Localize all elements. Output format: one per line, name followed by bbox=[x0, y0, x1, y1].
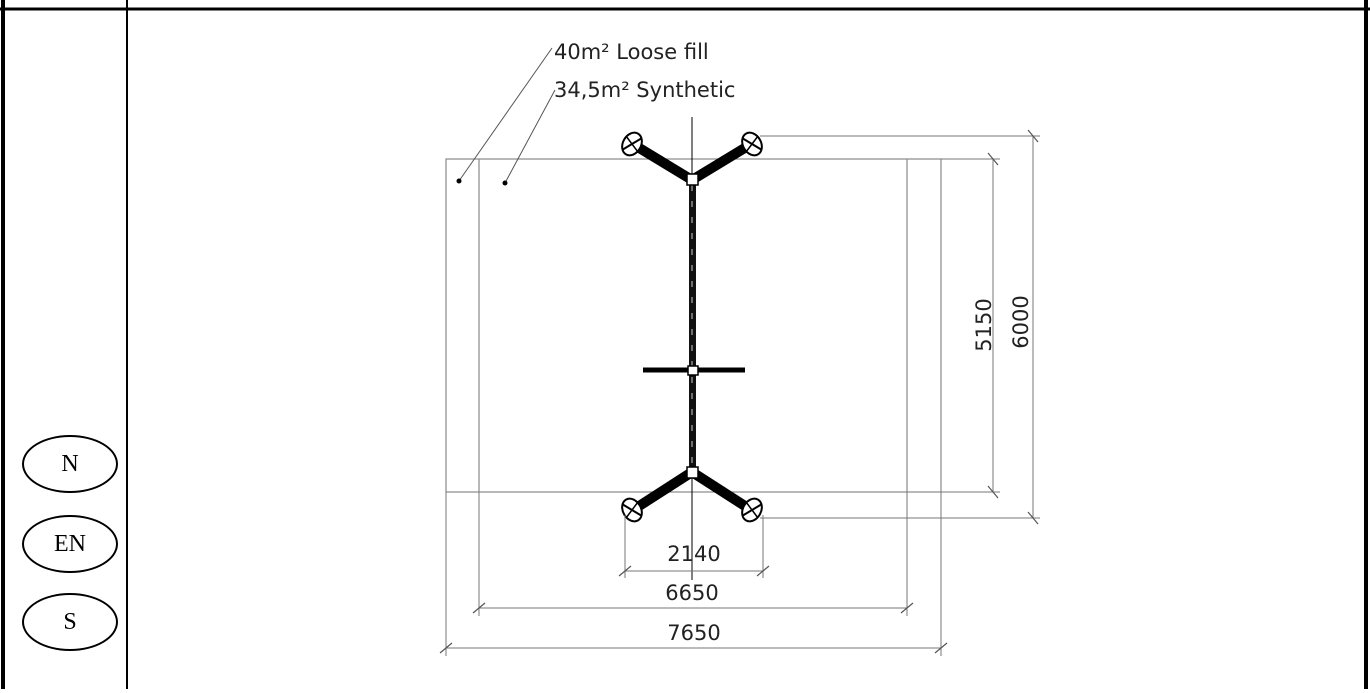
seat-top-left bbox=[621, 131, 643, 157]
standard-label-n: N bbox=[61, 450, 79, 477]
arm-bottom-left bbox=[633, 467, 695, 513]
synthetic-leader-dot bbox=[502, 180, 508, 186]
loose-fill-note: 40m² Loose fill bbox=[554, 40, 709, 64]
dimension-inner-width: 6650 bbox=[472, 492, 914, 616]
synthetic-note: 34,5m² Synthetic bbox=[554, 78, 735, 102]
dim-5150: 5150 bbox=[972, 298, 996, 351]
synthetic-leader bbox=[504, 89, 556, 184]
seat-bottom-right bbox=[741, 497, 763, 523]
dimension-outer-length: 6000 bbox=[760, 129, 1040, 525]
standard-badge-n: N bbox=[22, 435, 118, 493]
main-beam bbox=[689, 180, 696, 475]
dim-6000: 6000 bbox=[1009, 295, 1033, 348]
loose-fill-leader bbox=[458, 47, 553, 182]
seat-bottom-left bbox=[621, 497, 643, 523]
arm-top-right bbox=[689, 141, 751, 185]
dim-6650: 6650 bbox=[665, 581, 718, 605]
arm-top-left bbox=[633, 141, 695, 185]
standard-label-en: EN bbox=[54, 530, 86, 557]
standard-badge-en: EN bbox=[22, 515, 118, 573]
standard-label-s: S bbox=[63, 608, 77, 635]
dimension-outer-width: 7650 bbox=[439, 492, 948, 656]
loose-fill-leader-dot bbox=[456, 178, 462, 184]
seat-top-right bbox=[741, 131, 763, 157]
dim-7650: 7650 bbox=[667, 621, 720, 645]
dimension-seat-spacing: 2140 bbox=[618, 515, 770, 578]
dimension-inner-length: 5150 bbox=[941, 152, 1000, 499]
dim-2140: 2140 bbox=[667, 542, 720, 566]
loose-fill-area bbox=[445, 158, 942, 493]
play-equipment bbox=[621, 117, 763, 580]
arm-bottom-right bbox=[689, 467, 751, 513]
standard-badge-s: S bbox=[22, 593, 118, 651]
